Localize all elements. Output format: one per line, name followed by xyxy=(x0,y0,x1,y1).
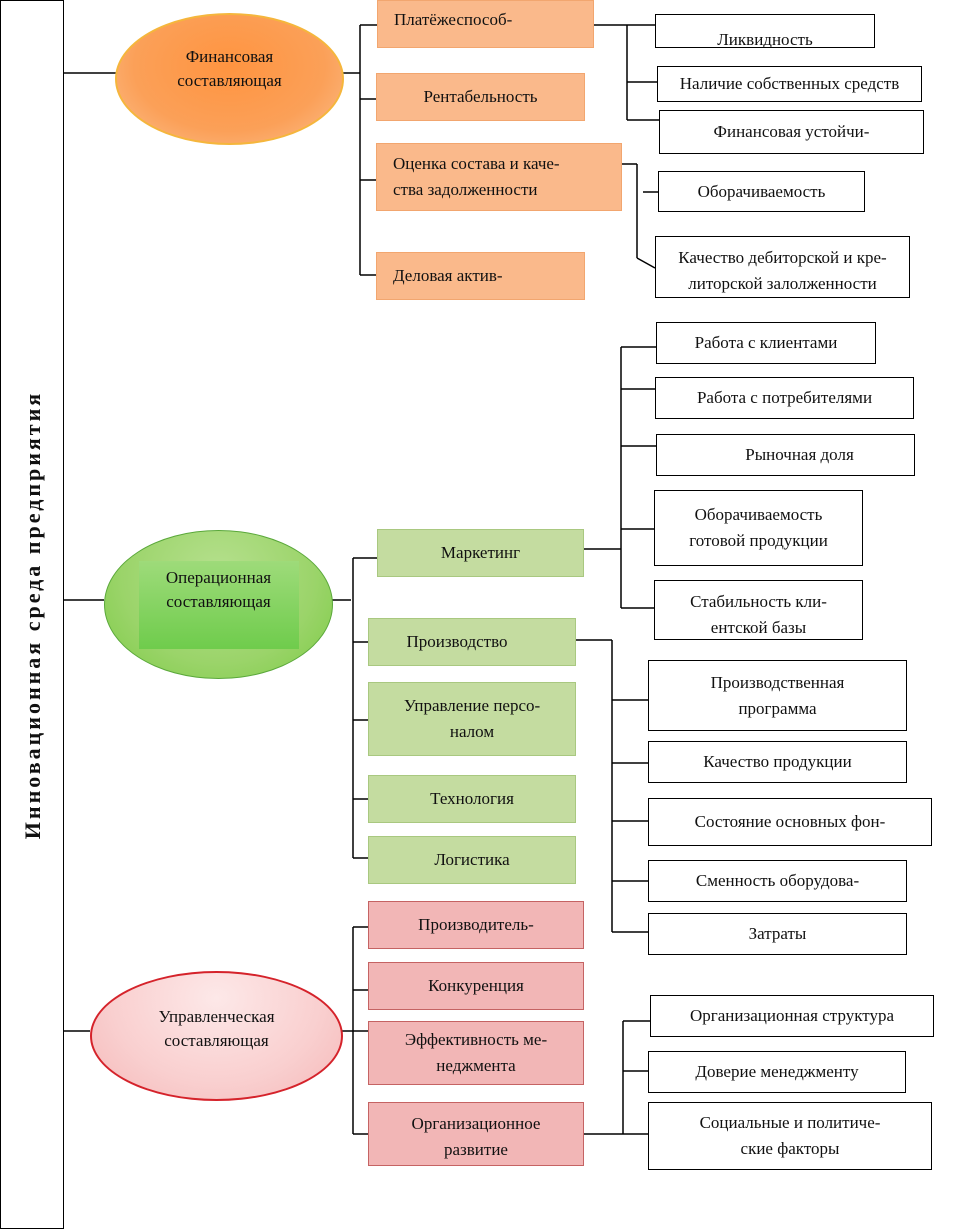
production-indicator-shift-ratio[interactable]: Сменность оборудова- xyxy=(648,860,907,902)
financial-label-line1: Финансовая xyxy=(185,47,274,66)
fin-item-business-activity[interactable]: Деловая актив- xyxy=(376,252,585,300)
orgdev-indicator-management-trust[interactable]: Доверие менеджменту xyxy=(648,1051,906,1093)
operational-ellipse-fill xyxy=(139,561,299,649)
op-item-logistics[interactable]: Логистика xyxy=(368,836,576,884)
marketing-indicator-finished-goods-turnover[interactable]: Оборачиваемость готовой продукции xyxy=(654,490,863,566)
fin-indicator-financial-stability[interactable]: Финансовая устойчи- xyxy=(659,110,924,154)
op-item-technology[interactable]: Технология xyxy=(368,775,576,823)
op-item-production[interactable]: Производство xyxy=(368,618,576,666)
managerial-component-ellipse[interactable]: Управленческая составляющая xyxy=(90,971,343,1101)
mg-item-competition[interactable]: Конкуренция xyxy=(368,962,584,1010)
production-indicator-program[interactable]: Производственная программа xyxy=(648,660,907,731)
operational-component-ellipse[interactable]: Операционная составляющая xyxy=(104,530,333,679)
operational-label-line1: Операционная xyxy=(165,567,272,587)
fin-item-debt-assessment[interactable]: Оценка состава и каче- ства задолженност… xyxy=(376,143,622,211)
production-indicator-quality[interactable]: Качество продукции xyxy=(648,741,907,783)
orgdev-indicator-structure[interactable]: Организационная структура xyxy=(650,995,934,1037)
mg-item-productivity[interactable]: Производитель- xyxy=(368,901,584,949)
fin-indicator-receivables-payables[interactable]: Качество дебиторской и кре- литорской за… xyxy=(655,236,910,298)
operational-label-line2: составляющая xyxy=(166,591,271,611)
orgdev-indicator-social-political[interactable]: Социальные и политиче- ские факторы xyxy=(648,1102,932,1170)
marketing-indicator-market-share[interactable]: Рыночная доля xyxy=(656,434,915,476)
production-indicator-fixed-assets[interactable]: Состояние основных фон- xyxy=(648,798,932,846)
marketing-indicator-consumers[interactable]: Работа с потребителями xyxy=(655,377,914,419)
fin-indicator-own-funds[interactable]: Наличие собственных средств xyxy=(657,66,922,102)
fin-indicator-liquidity[interactable]: Ликвидность xyxy=(655,14,875,48)
mg-item-management-efficiency[interactable]: Эффективность ме- неджмента xyxy=(368,1021,584,1085)
marketing-indicator-clients[interactable]: Работа с клиентами xyxy=(656,322,876,364)
financial-label-line2: составляющая xyxy=(177,71,282,90)
marketing-indicator-client-base-stability[interactable]: Стабильность кли- ентской базы xyxy=(654,580,863,640)
op-item-personnel-management[interactable]: Управление персо- налом xyxy=(368,682,576,756)
main-title: Инновационная среда предприятия xyxy=(20,390,45,840)
fin-indicator-turnover[interactable]: Оборачиваемость xyxy=(658,171,865,212)
financial-component-ellipse[interactable]: Финансовая составляющая xyxy=(115,13,344,145)
fin-item-profitability[interactable]: Рентабельность xyxy=(376,73,585,121)
fin-item-solvency[interactable]: Платёжеспособ- xyxy=(377,0,594,48)
main-title-frame: Инновационная среда предприятия xyxy=(0,0,64,1229)
managerial-label-line1: Управленческая xyxy=(158,1007,275,1026)
op-item-marketing[interactable]: Маркетинг xyxy=(377,529,584,577)
production-indicator-costs[interactable]: Затраты xyxy=(648,913,907,955)
mg-item-organizational-development[interactable]: Организационное развитие xyxy=(368,1102,584,1166)
managerial-label-line2: составляющая xyxy=(164,1031,269,1050)
